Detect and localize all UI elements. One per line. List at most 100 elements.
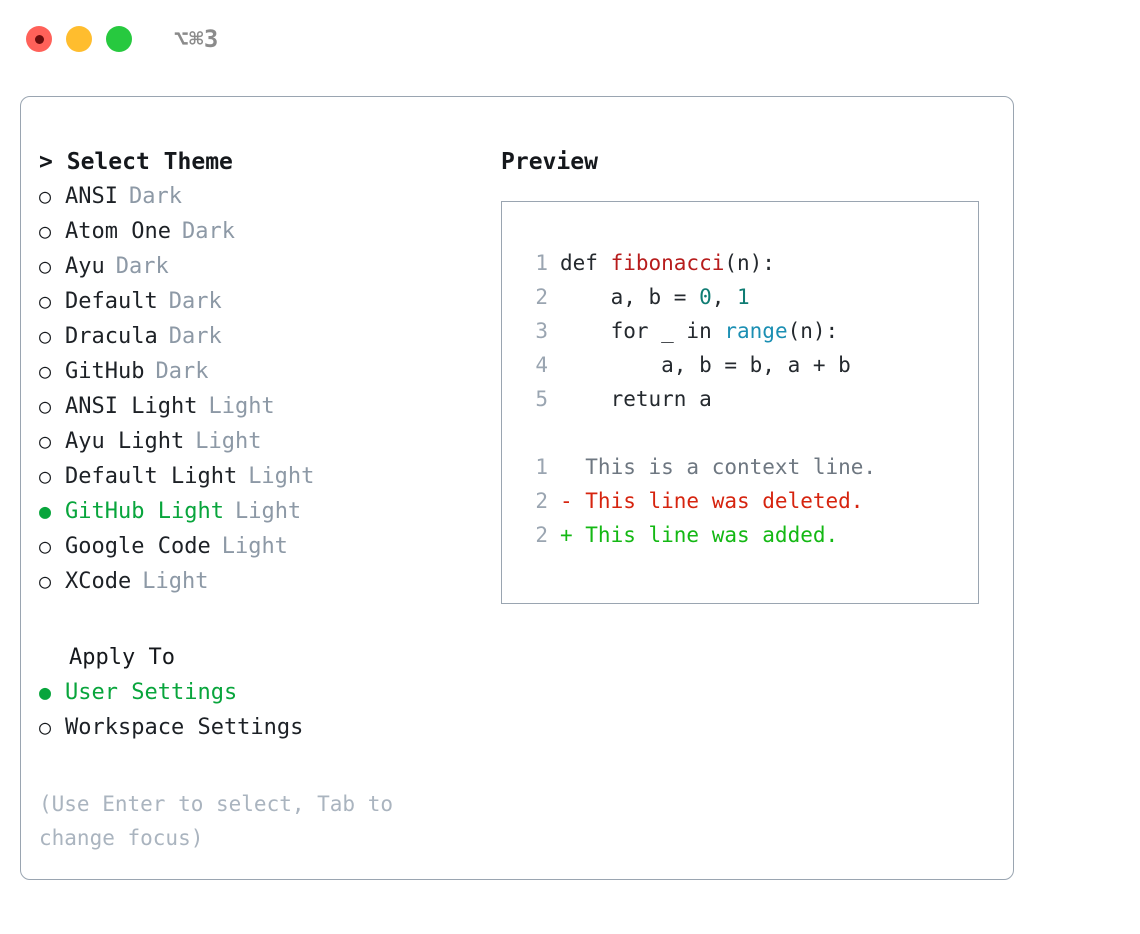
- radio-unselected-icon: ○: [39, 359, 52, 383]
- radio-unselected-icon: ○: [39, 429, 52, 453]
- theme-option-tag: Dark: [128, 184, 182, 209]
- theme-option-tag: Light: [195, 429, 262, 454]
- radio-unselected-icon: ○: [39, 219, 52, 243]
- diff-line-text: + This line was added.: [560, 523, 839, 547]
- close-button[interactable]: [26, 26, 52, 52]
- shortcut-label: ⌥⌘3: [174, 25, 219, 53]
- diff-line-add: 2 + This line was added.: [518, 518, 978, 552]
- radio-unselected-icon: ○: [39, 394, 52, 418]
- line-number: 2: [535, 285, 548, 309]
- code-line: 4 a, b = b, a + b: [518, 348, 978, 382]
- line-number: 2: [535, 489, 548, 513]
- code-token-plain: a, b = b, a + b: [560, 353, 851, 377]
- theme-option-github[interactable]: ○ GitHub Dark: [39, 354, 491, 389]
- theme-option-github-light[interactable]: ● GitHub Light Light: [39, 494, 491, 529]
- code-token-num: 0: [699, 285, 712, 309]
- line-number: 2: [535, 523, 548, 547]
- line-number: 4: [535, 353, 548, 377]
- code-token-fn: fibonacci: [610, 251, 725, 275]
- code-line-text: def fibonacci(n):: [560, 246, 775, 280]
- theme-option-tag: Dark: [168, 324, 222, 349]
- radio-unselected-icon: ○: [39, 254, 52, 278]
- apply-to-option-label: Workspace Settings: [65, 715, 304, 740]
- theme-option-dracula[interactable]: ○ Dracula Dark: [39, 319, 491, 354]
- radio-unselected-icon: ○: [39, 534, 52, 558]
- theme-option-label: Ayu Light: [65, 429, 185, 454]
- theme-option-tag: Dark: [155, 359, 209, 384]
- diff-line-text: This is a context line.: [560, 455, 877, 479]
- theme-option-tag: Light: [208, 394, 275, 419]
- apply-to-heading: Apply To: [69, 645, 175, 670]
- code-token-plain: (n):: [787, 319, 839, 343]
- theme-option-label: XCode: [65, 569, 132, 594]
- apply-to-option-user-settings[interactable]: ●User Settings: [39, 675, 491, 710]
- code-line-text: for _ in range(n):: [560, 314, 839, 348]
- section-title-select-theme: > Select Theme: [39, 145, 491, 179]
- spacer: [39, 745, 491, 787]
- maximize-button[interactable]: [106, 26, 132, 52]
- diff-line-del: 2 - This line was deleted.: [518, 484, 978, 518]
- window-controls: [26, 26, 132, 52]
- code-token-plain: ,: [711, 285, 738, 309]
- theme-option-tag: Light: [142, 569, 209, 594]
- radio-selected-icon: ●: [39, 499, 52, 523]
- preview-heading: Preview: [501, 149, 598, 175]
- diff-sample: 1 This is a context line. 2 - This line wa…: [518, 450, 978, 552]
- theme-option-label: GitHub: [65, 359, 145, 384]
- radio-unselected-icon: ○: [39, 289, 52, 313]
- line-number: 1: [535, 455, 548, 479]
- caret-icon: >: [39, 149, 53, 175]
- radio-unselected-icon: ○: [39, 715, 52, 739]
- title-bar: ⌥⌘3: [0, 0, 1140, 78]
- minimize-button[interactable]: [66, 26, 92, 52]
- code-token-plain: a, b =: [560, 285, 700, 309]
- theme-option-tag: Dark: [168, 289, 222, 314]
- record-indicator-icon: [34, 34, 44, 44]
- theme-option-tag: Dark: [115, 254, 169, 279]
- radio-unselected-icon: ○: [39, 324, 52, 348]
- theme-option-ayu[interactable]: ○ Ayu Dark: [39, 249, 491, 284]
- diff-line-text: - This line was deleted.: [560, 489, 864, 513]
- code-token-builtin: range: [724, 319, 788, 343]
- theme-option-label: ANSI: [65, 184, 118, 209]
- code-line: 5 return a: [518, 382, 978, 416]
- theme-option-label: GitHub Light: [65, 499, 224, 524]
- theme-option-ansi[interactable]: ○ ANSI Dark: [39, 179, 491, 214]
- theme-option-label: Default Light: [65, 464, 238, 489]
- apply-to-option-workspace-settings[interactable]: ○ Workspace Settings: [39, 710, 491, 745]
- theme-option-label: Dracula: [65, 324, 158, 349]
- theme-option-label: Ayu: [65, 254, 105, 279]
- radio-unselected-icon: ○: [39, 184, 52, 208]
- radio-unselected-icon: ○: [39, 464, 52, 488]
- section-title-label: Select Theme: [66, 149, 233, 175]
- spacer: [39, 599, 491, 641]
- theme-option-default[interactable]: ○ Default Dark: [39, 284, 491, 319]
- theme-option-tag: Dark: [181, 219, 235, 244]
- diff-line-ctx: 1 This is a context line.: [518, 450, 978, 484]
- radio-selected-icon: ●: [39, 680, 52, 704]
- theme-option-ayu-light[interactable]: ○ Ayu Light Light: [39, 424, 491, 459]
- theme-option-tag: Light: [221, 534, 288, 559]
- code-line-text: a, b = 0, 1: [560, 280, 750, 314]
- keyboard-hint: (Use Enter to select, Tab to change focu…: [39, 792, 406, 850]
- code-token-num: 1: [737, 285, 750, 309]
- code-token-plain: (n):: [724, 251, 775, 275]
- line-number: 3: [535, 319, 548, 343]
- radio-unselected-icon: ○: [39, 569, 52, 593]
- theme-option-xcode[interactable]: ○ XCode Light: [39, 564, 491, 599]
- theme-option-label: Default: [65, 289, 158, 314]
- line-number: 5: [535, 387, 548, 411]
- code-line-text: a, b = b, a + b: [560, 348, 851, 382]
- theme-option-tag: Light: [234, 499, 302, 524]
